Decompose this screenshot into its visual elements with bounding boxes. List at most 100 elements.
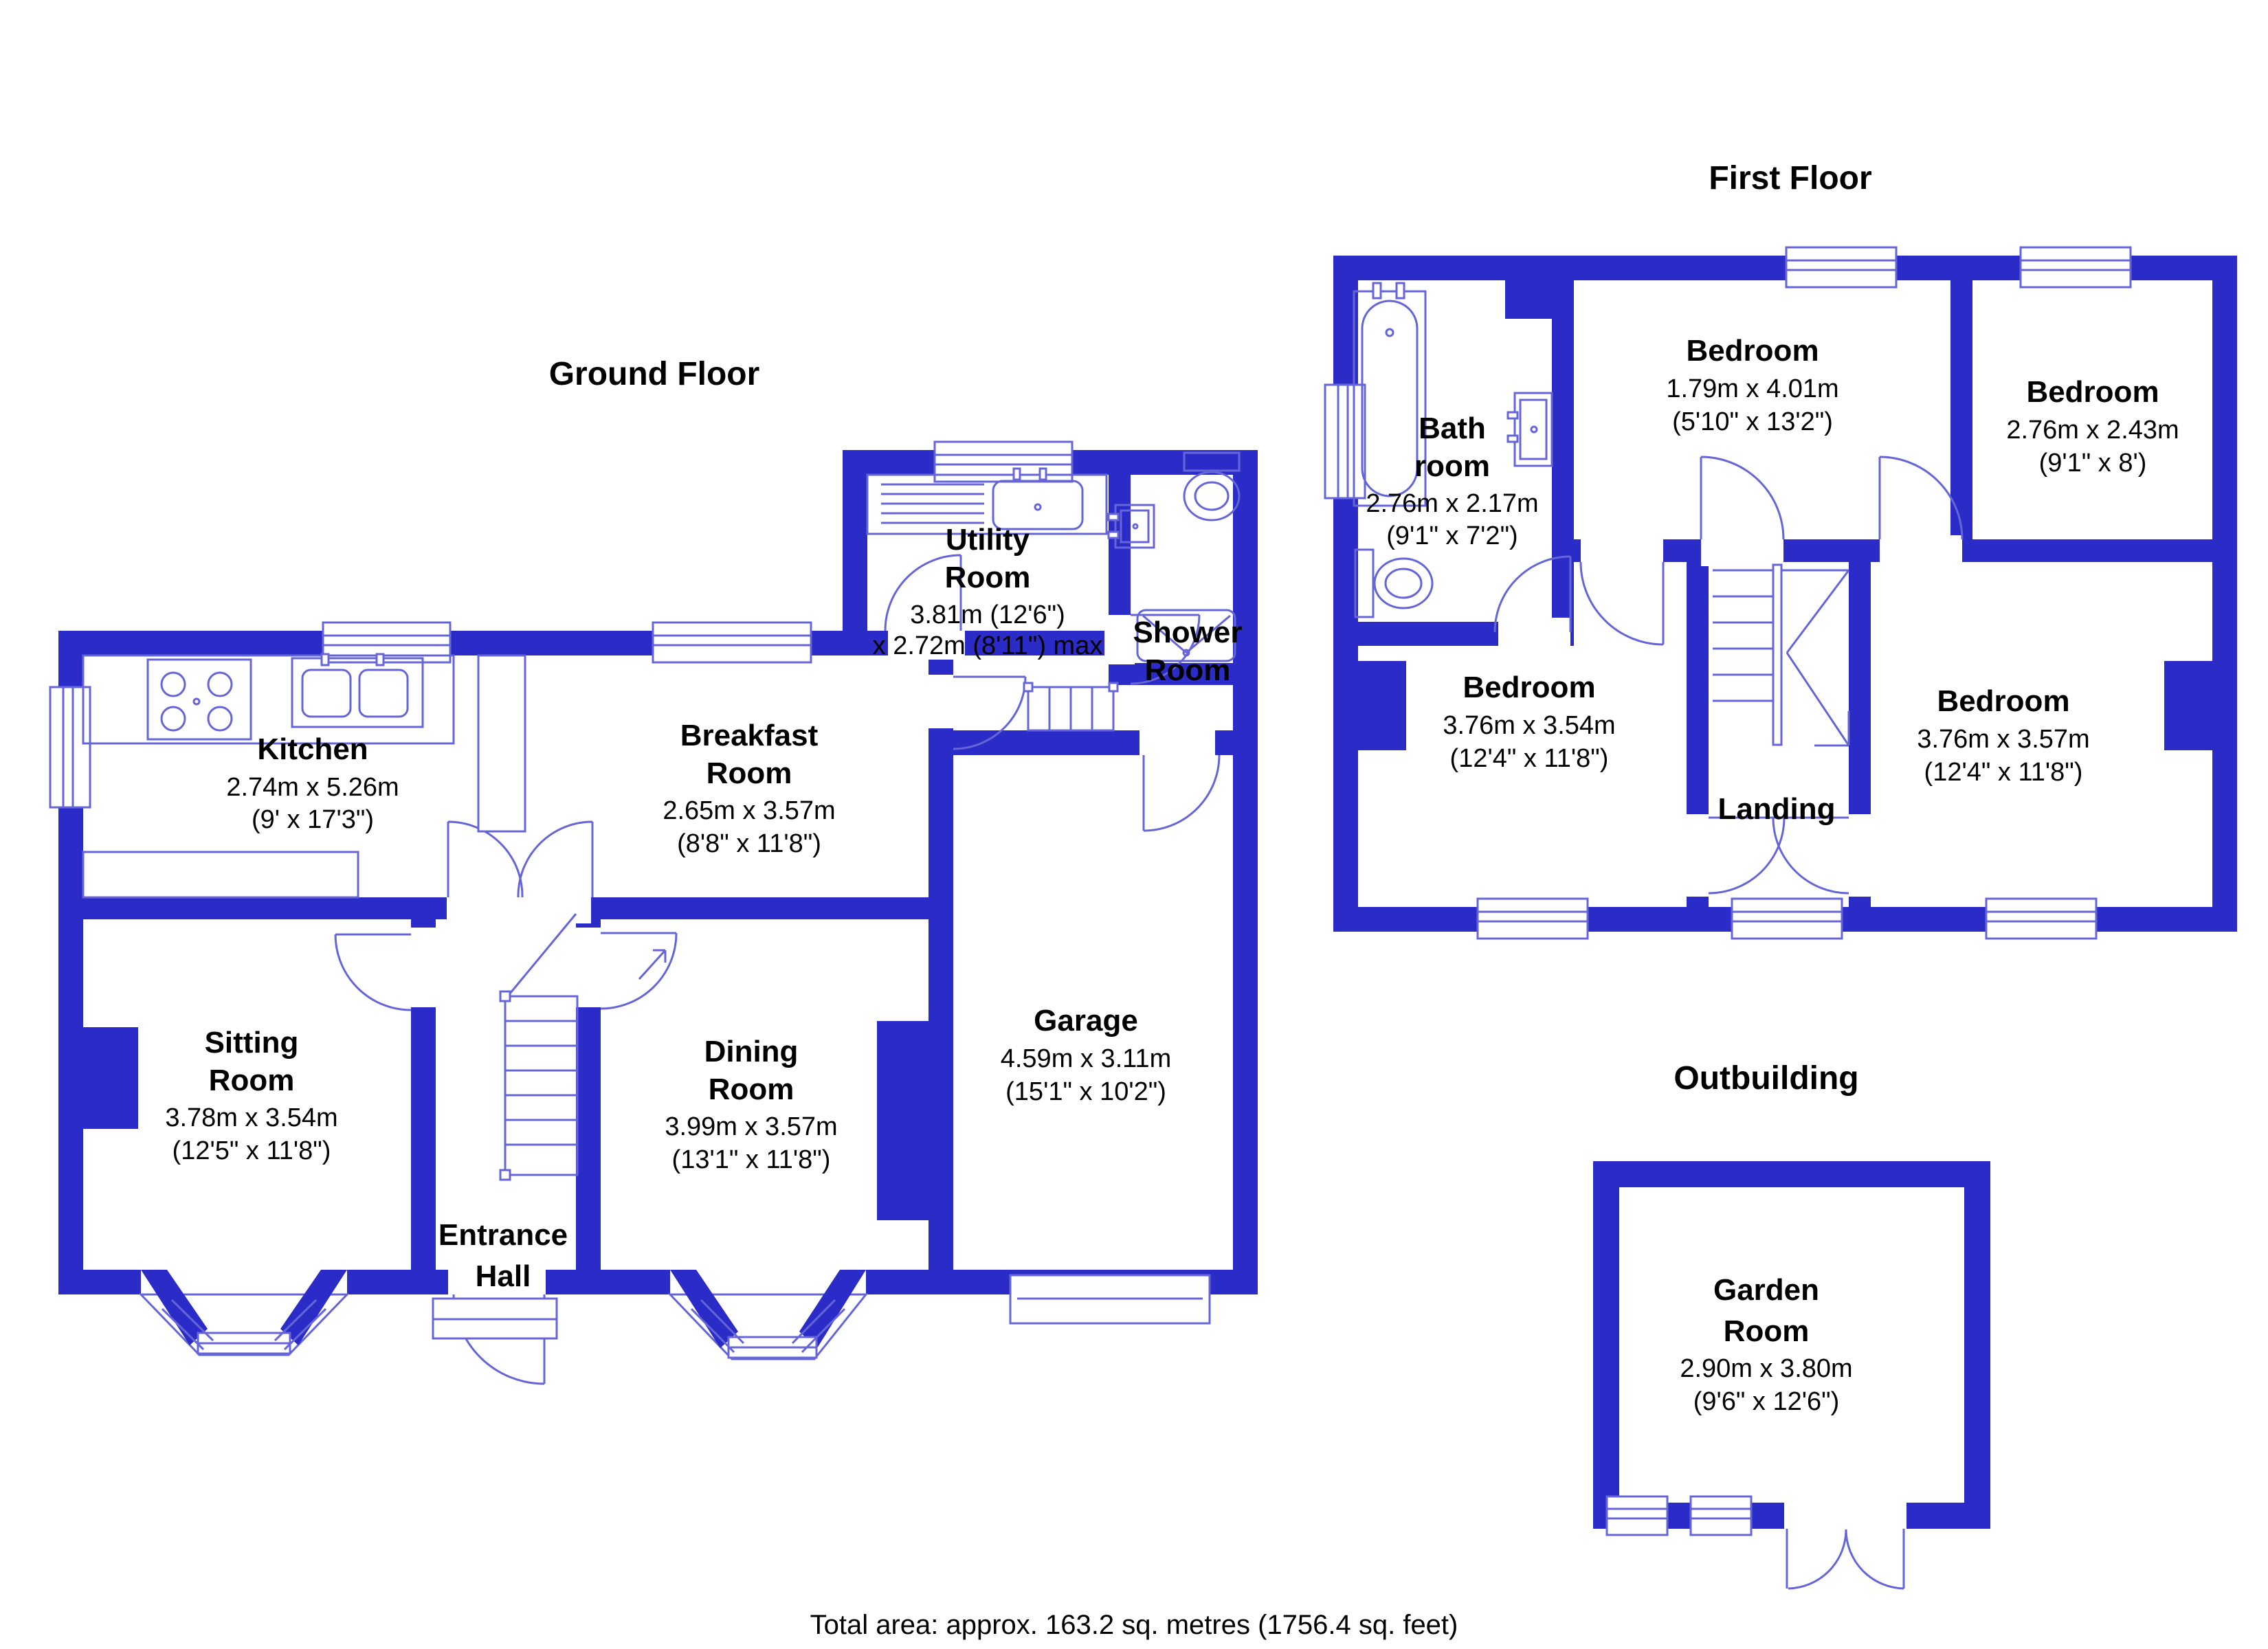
room-name: Bedroom: [2026, 375, 2159, 409]
room-name: Landing: [1717, 792, 1835, 826]
hob-icon: [146, 658, 252, 741]
gf-wall-openings: [141, 615, 1215, 1299]
entrance-stairs: [499, 913, 667, 1181]
room-dim-metric: 3.99m x 3.57m: [665, 1112, 837, 1141]
room-dim-metric: 4.59m x 3.11m: [1001, 1044, 1172, 1073]
kitchen-label: Kitchen 2.74m x 5.26m (9' x 17'3"): [226, 732, 399, 834]
ground-floor-plan: [49, 440, 1258, 1385]
room-name: Garden: [1713, 1273, 1819, 1307]
outbuilding-plan: [1593, 1161, 1990, 1590]
room-dim-imperial: (8'8" x 11'8"): [677, 829, 821, 858]
bedroom-topright-window-icon: [2019, 246, 2132, 289]
shower-room-fixtures: [1107, 451, 1241, 662]
room-dim-metric: 2.90m x 3.80m: [1680, 1354, 1852, 1383]
room-name: Sitting: [205, 1026, 299, 1059]
room-name: Bedroom: [1463, 671, 1595, 704]
room-dim-metric: 2.76m x 2.43m: [2006, 416, 2179, 445]
gf-door-arcs: [334, 554, 1221, 1385]
bedroom-left-window-icon: [1476, 897, 1589, 940]
ff-wall-openings: [1498, 535, 1962, 897]
room-name: Bedroom: [1686, 334, 1819, 368]
bedroom-mid-window-icon: [1785, 246, 1898, 289]
room-dim-imperial: (9' x 17'3"): [252, 805, 374, 834]
landing-label: Landing: [1717, 792, 1835, 826]
room-dim-imperial: (15'1" x 10'2"): [1005, 1077, 1166, 1106]
ff-stairs: [1713, 563, 1850, 747]
room-name: room: [1414, 449, 1490, 483]
total-area-text: Total area: approx. 163.2 sq. metres (17…: [810, 1610, 1458, 1640]
bedroom-left-label: Bedroom 3.76m x 3.54m (12'4" x 11'8"): [1443, 671, 1615, 773]
bay-window-sitting: [138, 1270, 350, 1356]
ob-wall-openings: [1784, 1499, 1906, 1533]
room-name: Entrance: [438, 1218, 568, 1252]
kitchen-sink-icon: [291, 653, 424, 728]
room-dim-imperial: (13'1" x 11'8"): [672, 1145, 831, 1174]
shower-tray-icon: [1136, 609, 1236, 662]
room-dim-imperial: (12'4" x 11'8"): [1450, 744, 1609, 773]
landing-window-icon: [1731, 897, 1843, 940]
bedroom-right-label: Bedroom 3.76m x 3.57m (12'4" x 11'8"): [1917, 684, 2089, 787]
french-doors-icon: [1786, 1529, 1905, 1590]
room-name: Room: [707, 756, 792, 790]
room-name: Kitchen: [257, 732, 368, 766]
utility-sink-icon: [992, 467, 1084, 530]
bathroom-window-icon: [1324, 383, 1366, 500]
breakfast-window-icon: [652, 621, 812, 664]
room-name: Dining: [704, 1035, 799, 1068]
room-dim-imperial: (12'4" x 11'8"): [1924, 758, 2083, 787]
garage-door: [1009, 1274, 1211, 1325]
room-dim-imperial: (9'6" x 12'6"): [1693, 1387, 1840, 1416]
first-floor-title: First Floor: [1709, 160, 1871, 197]
garden-room-window-icon: [1605, 1495, 1669, 1536]
garden-room-label: Garden Room 2.90m x 3.80m (9'6" x 12'6"): [1680, 1273, 1852, 1416]
bedroom-mid-label: Bedroom 1.79m x 4.01m (5'10" x 13'2"): [1666, 334, 1838, 436]
room-dim-imperial: (12'5" x 11'8"): [173, 1136, 331, 1165]
front-porch: [432, 1297, 558, 1340]
room-dim-metric: 3.81m (12'6"): [910, 601, 1065, 629]
basin-icon: [1507, 392, 1553, 467]
toilet-icon: [1183, 451, 1241, 521]
toilet-icon: [1354, 548, 1434, 618]
garden-room-window-icon: [1689, 1495, 1753, 1536]
room-dim-metric: 2.74m x 5.26m: [226, 773, 399, 802]
bedroom-right-window-icon: [1985, 897, 2098, 940]
room-name: Breakfast: [680, 719, 819, 752]
bedroom-topright-label: Bedroom 2.76m x 2.43m (9'1" x 8'): [2006, 375, 2179, 478]
bathroom-fixtures: [1353, 282, 1553, 618]
room-dim-imperial: (9'1" x 7'2"): [1386, 521, 1517, 550]
room-dim-metric: 2.65m x 3.57m: [663, 796, 835, 825]
room-name: Utility: [946, 523, 1030, 557]
room-name: Room: [1145, 653, 1231, 687]
ff-windows: [1324, 246, 2132, 940]
garage-label: Garage 4.59m x 3.11m (15'1" x 10'2"): [1001, 1004, 1172, 1106]
outbuilding-title: Outbuilding: [1674, 1060, 1858, 1097]
breakfast-room-label: Breakfast Room 2.65m x 3.57m (8'8" x 11'…: [663, 719, 835, 858]
room-name: Bath: [1419, 412, 1486, 445]
ground-floor-title: Ground Floor: [549, 356, 760, 392]
entrance-hall-label: Entrance Hall: [438, 1218, 568, 1293]
room-name: Room: [945, 561, 1031, 594]
room-dim-metric: 1.79m x 4.01m: [1666, 374, 1838, 403]
room-name: Hall: [476, 1259, 531, 1293]
room-dim-imperial: (9'1" x 8'): [2039, 449, 2147, 478]
room-dim-metric: x 2.72m (8'11") max: [873, 631, 1103, 660]
utility-counter: [866, 467, 1108, 535]
room-dim-metric: 2.76m x 2.17m: [1366, 489, 1538, 518]
kitchen-counter: [82, 653, 526, 899]
room-name: Room: [1724, 1314, 1810, 1348]
room-name: Bedroom: [1937, 684, 2069, 718]
room-name: Room: [209, 1064, 295, 1097]
bathtub-icon: [1353, 282, 1427, 507]
room-name: Shower: [1133, 616, 1243, 649]
ff-door-arcs: [1493, 456, 1964, 895]
bay-window-dining: [667, 1270, 869, 1360]
room-name: Room: [709, 1073, 794, 1106]
room-name: Garage: [1034, 1004, 1138, 1037]
room-dim-metric: 3.78m x 3.54m: [165, 1103, 337, 1132]
room-dim-imperial: (5'10" x 13'2"): [1672, 407, 1833, 436]
utility-room-label: Utility Room 3.81m (12'6") x 2.72m (8'11…: [873, 523, 1103, 660]
sitting-room-label: Sitting Room 3.78m x 3.54m (12'5" x 11'8…: [165, 1026, 337, 1165]
floor-titles: Ground Floor First Floor Outbuilding: [549, 160, 1872, 1097]
rear-stairs: [1023, 682, 1119, 732]
